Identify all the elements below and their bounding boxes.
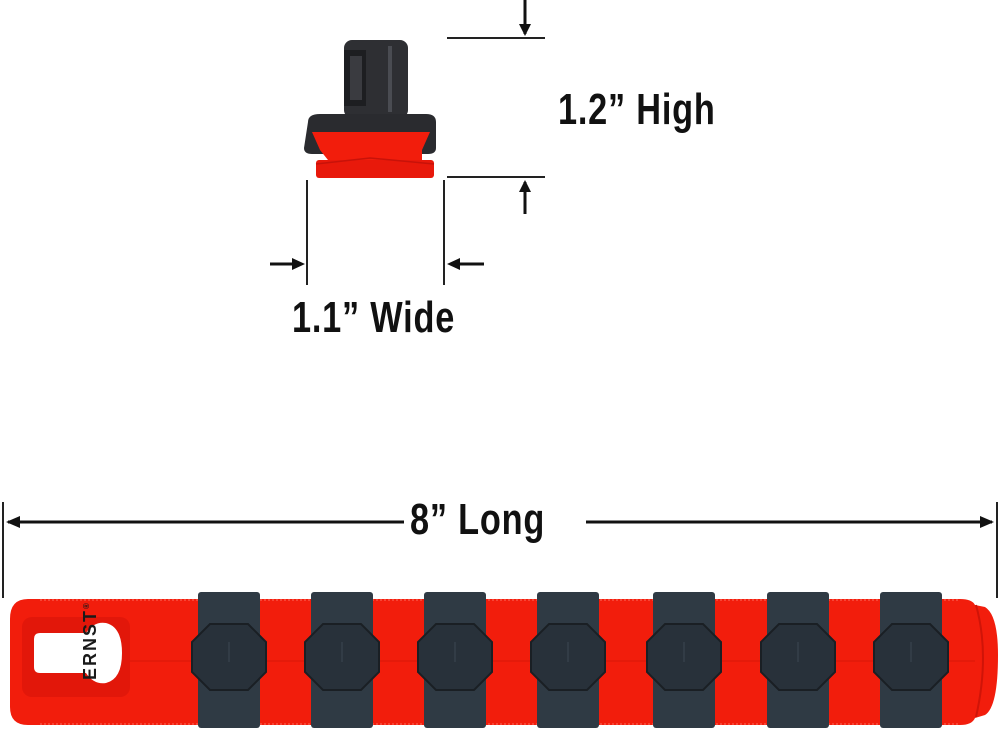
length-arrow-left-icon [6, 516, 404, 528]
knob-icon [304, 623, 380, 691]
knob-icon [530, 623, 606, 691]
arrow-down-icon [519, 0, 531, 36]
single-clip-illustration [300, 36, 440, 181]
arrow-right-icon [270, 258, 305, 270]
registered-mark: ® [82, 601, 91, 609]
width-right-line [443, 180, 445, 285]
length-label: 8” Long [410, 495, 546, 544]
socket-rail: ERNST® [0, 585, 1000, 732]
knob-icon [191, 623, 267, 691]
brand-label: ERNST® [80, 540, 100, 680]
height-top-line [447, 37, 545, 39]
width-left-line [306, 180, 308, 285]
length-right-line [996, 502, 998, 598]
knob-icon [873, 623, 949, 691]
knob-icon [417, 623, 493, 691]
height-label: 1.2” High [558, 85, 716, 134]
arrow-left-icon [447, 258, 484, 270]
length-left-line [2, 502, 4, 598]
knob-icon [760, 623, 836, 691]
clip-icon [304, 40, 436, 178]
arrow-up-icon [519, 180, 531, 214]
knob-icon [646, 623, 722, 691]
width-label: 1.1” Wide [292, 293, 456, 342]
brand-text: ERNST [80, 608, 100, 680]
height-bottom-line [447, 176, 545, 178]
rail-icon [10, 599, 998, 725]
length-arrow-right-icon [586, 516, 994, 528]
